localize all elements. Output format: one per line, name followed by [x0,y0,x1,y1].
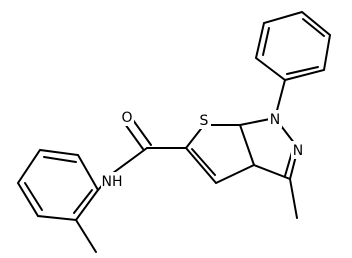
nh-atom-label: NH [102,174,123,190]
nh-label-bg [101,172,123,190]
phenyl-inner-bond-1 [262,27,270,56]
o-label-bg [120,108,134,126]
bond-thiophene-c4-c5 [185,147,217,184]
bond-carbonyl-c-to-nh [112,147,148,174]
bond-thiophene-c6a-c3a [239,124,255,166]
atom-labels: O S N N NH [101,108,305,190]
phenyl-inner-bond-2 [302,18,325,37]
bond-thiophene-c4-c5-inner [191,148,216,176]
tolyl-inner-bond-3 [73,189,93,214]
bond-carbonyl-double-a [124,123,144,150]
tolyl-ring-outline [16,148,100,222]
n2-atom-label: N [293,143,303,159]
n1-label-bg [268,110,282,128]
n2-label-bg [291,141,305,159]
s-label-bg [197,111,211,129]
tolyl-inner-bond-2 [24,182,43,211]
oxygen-atom-label: O [121,110,132,126]
sulfur-atom-label: S [200,113,209,129]
phenyl-ring-outline [254,10,332,82]
tolyl-inner-bond-1 [43,156,77,163]
bonds [16,10,332,253]
bond-pyrazole-c3-methyl [289,178,298,219]
bond-pyrazole-n2-c3-inner [284,151,293,177]
bond-thiophene-c3a-c4 [215,164,255,184]
bond-pyrazole-c3-c3a [253,164,291,180]
n1-atom-label: N [270,112,280,128]
phenyl-inner-bond-3 [286,66,319,75]
bond-carbonyl-double-b [132,119,152,146]
bond-tolyl-methyl [75,219,97,253]
